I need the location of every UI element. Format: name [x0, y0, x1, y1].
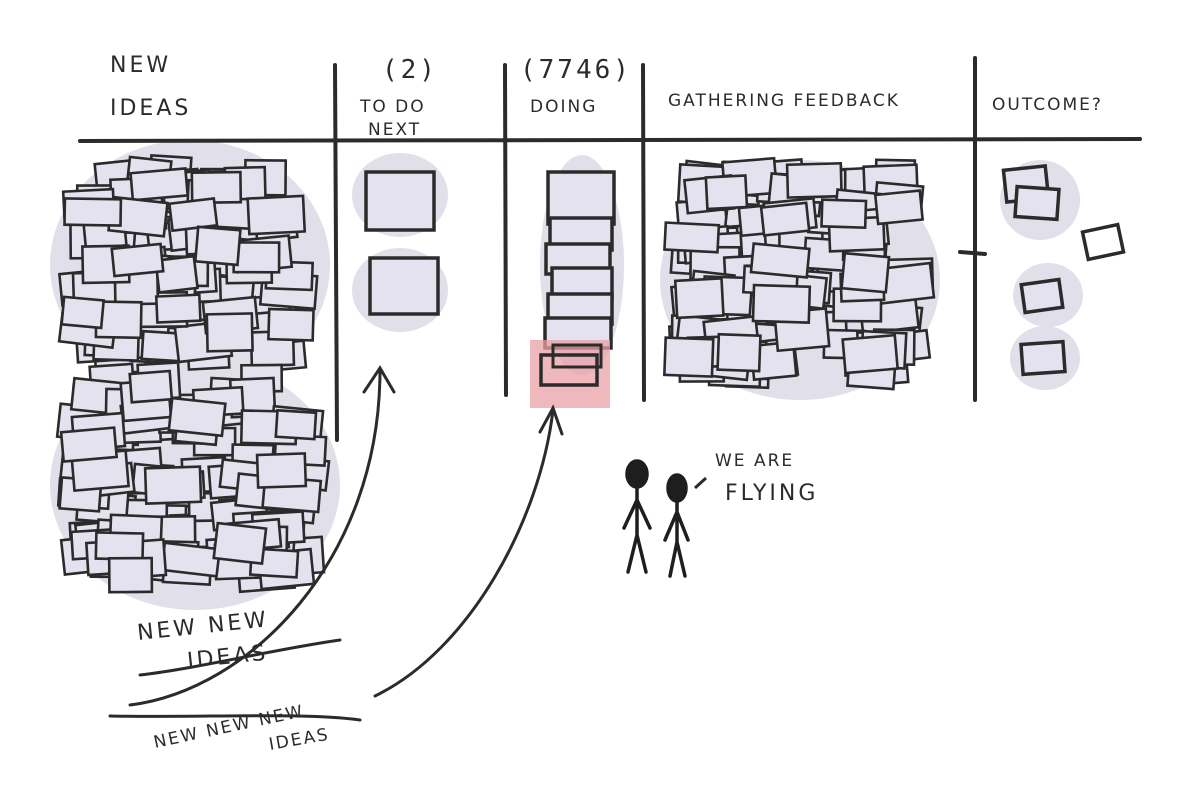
doing-card: [548, 172, 614, 224]
doing-cards: [545, 172, 614, 348]
sticky-note: [195, 227, 240, 265]
column-divider-1: [335, 65, 337, 440]
sticky-note: [753, 285, 810, 323]
sticky-note: [169, 398, 226, 436]
arrow-to-doing: [375, 410, 553, 696]
sticky-note: [130, 371, 172, 402]
sticky-note: [675, 278, 723, 317]
sticky-note: [257, 453, 306, 487]
col-doing-title: DOING: [530, 97, 597, 117]
col-doing-wip-limit: (7746): [520, 55, 632, 85]
sticky-note: [761, 203, 809, 236]
header-divider: [80, 139, 1140, 141]
doing-highlight-card: [530, 340, 610, 408]
sticky-note: [842, 253, 889, 292]
todo-card: [370, 258, 438, 314]
column-divider-3: [643, 65, 644, 400]
sticky-note: [109, 558, 152, 592]
sticky-note: [664, 338, 713, 377]
column-headers: NEW IDEAS (2) TO DO NEXT (7746) DOING GA…: [110, 53, 1103, 140]
col-outcome-title: OUTCOME?: [992, 95, 1103, 115]
sticky-note: [162, 543, 220, 577]
people-figure-icon: [624, 461, 688, 576]
sticky-note: [207, 313, 253, 351]
sticky-note: [268, 309, 313, 340]
sticky-note: [214, 523, 266, 564]
col-feedback-title: GATHERING FEEDBACK: [668, 91, 900, 111]
sticky-note: [96, 532, 143, 559]
column-divider-2: [505, 65, 506, 395]
sticky-note: [192, 172, 241, 203]
sticky-note: [787, 163, 842, 197]
sticky-note: [112, 244, 163, 276]
sticky-note: [156, 295, 200, 323]
sticky-note: [843, 335, 898, 373]
speech-tick: [695, 478, 706, 488]
sticky-note: [234, 242, 280, 272]
outcome-card: [1082, 225, 1123, 260]
new-new-ideas-1: NEW NEW: [136, 607, 270, 646]
sticky-note: [821, 200, 866, 228]
sticky-note: [62, 297, 104, 328]
outcome-card: [1021, 342, 1065, 375]
new-new-ideas-2: IDEAS: [186, 641, 270, 674]
outcome-card: [1015, 187, 1059, 220]
col-todo-title-2: NEXT: [368, 120, 421, 140]
sticky-note: [751, 244, 809, 278]
new-new-new-ideas-2: IDEAS: [267, 725, 331, 755]
sticky-note: [276, 410, 316, 439]
col-todo-title-1: TO DO: [359, 97, 426, 117]
col-new-title-2: IDEAS: [110, 96, 191, 121]
col-todo-wip-limit: (2): [382, 55, 438, 85]
sticky-note: [664, 223, 718, 253]
column-tick: [960, 252, 985, 254]
speech-line-2: FLYING: [725, 481, 818, 506]
outcome-card: [1021, 279, 1063, 312]
speech-line-1: WE ARE: [715, 451, 794, 471]
col-new-title-1: NEW: [110, 53, 171, 78]
sticky-note: [61, 428, 117, 462]
sticky-note: [875, 191, 922, 224]
todo-cards: [366, 172, 438, 314]
sticky-note: [145, 467, 201, 504]
sticky-note: [706, 176, 747, 209]
sticky-note: [248, 196, 305, 234]
sticky-note: [718, 334, 761, 371]
sticky-note: [131, 168, 188, 200]
sticky-note: [169, 198, 217, 230]
sticky-note: [64, 198, 120, 225]
todo-card: [366, 172, 434, 230]
